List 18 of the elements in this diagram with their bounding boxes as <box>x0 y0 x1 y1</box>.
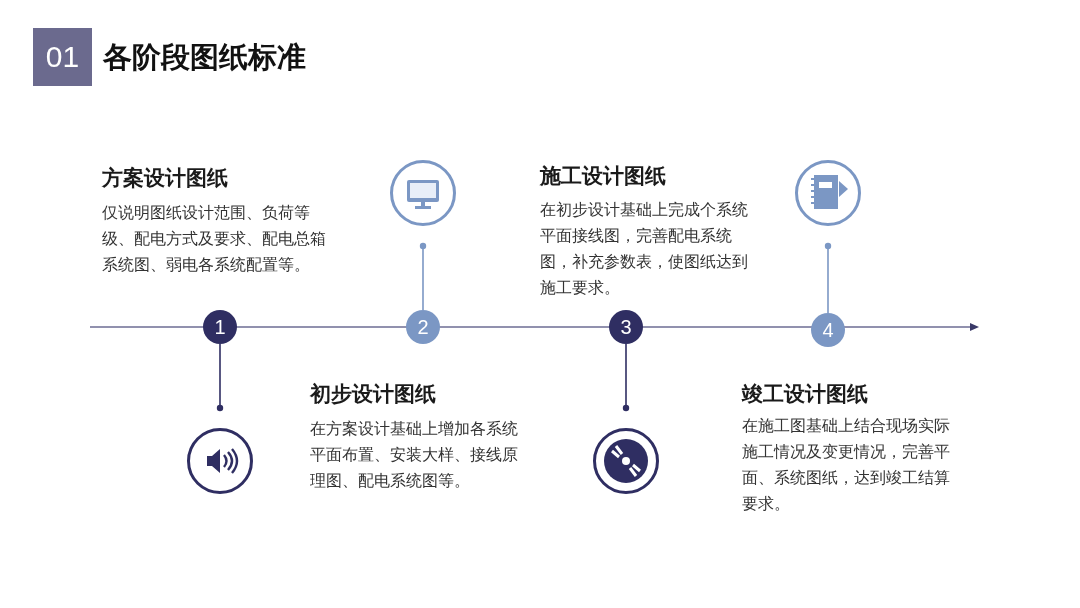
step-heading: 初步设计图纸 <box>310 381 437 408</box>
step-number-circle: 4 <box>811 313 845 347</box>
step-heading: 施工设计图纸 <box>540 163 667 190</box>
connector-line <box>824 242 832 314</box>
step-number-circle: 2 <box>406 310 440 344</box>
step-description: 在初步设计基础上完成个系统平面接线图，完善配电系统图，补充参数表，使图纸达到施工要求。 <box>540 200 749 299</box>
step-description: 在方案设计基础上增加各系统平面布置、安装大样、接线原理图、配电系统图等。 <box>310 419 519 492</box>
step-description: 仅说明图纸设计范围、负荷等级、配电方式及要求、配电总箱系统图、弱电各系统配置等。 <box>102 203 327 276</box>
step-description: 在施工图基础上结合现场实际施工情况及变更情况，完善平面、系统图纸，达到竣工结算要求。 <box>742 416 951 515</box>
title: 各阶段图纸标准 <box>103 39 306 76</box>
step-number-circle: 3 <box>609 310 643 344</box>
step-number-circle: 1 <box>203 310 237 344</box>
connector-line <box>419 242 427 311</box>
section-number-badge: 01 <box>33 28 92 86</box>
step-heading: 竣工设计图纸 <box>742 381 869 408</box>
connector-line <box>622 343 630 412</box>
connector-line <box>216 343 224 412</box>
step-heading: 方案设计图纸 <box>102 165 229 192</box>
